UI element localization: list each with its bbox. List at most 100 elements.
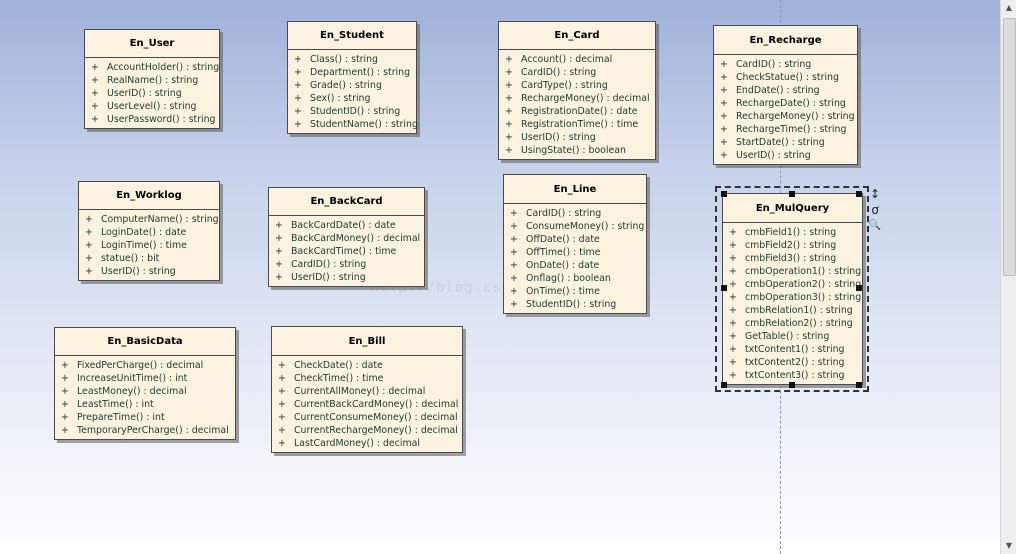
operation-row[interactable]: +cmbField1() : string — [727, 226, 858, 239]
resize-handle[interactable] — [789, 191, 795, 197]
operation-row[interactable]: +CurrentBackCardMoney() : decimal — [276, 398, 458, 411]
operation-row[interactable]: +StudentID() : string — [508, 298, 642, 311]
operation-row[interactable]: +TemporaryPerCharge() : decimal — [59, 424, 231, 437]
operation-row[interactable]: +cmbOperation2() : string — [727, 278, 861, 291]
operation-row[interactable]: +txtContent1() : string — [727, 343, 858, 356]
class-en-line[interactable]: En_Line+CardID() : string+ConsumeMoney()… — [503, 174, 647, 314]
operation-signature: CheckStatue() : string — [736, 72, 839, 83]
resize-handle[interactable] — [721, 382, 727, 388]
operation-row[interactable]: +Onflag() : boolean — [508, 272, 642, 285]
operation-row[interactable]: +Class() : string — [292, 53, 412, 66]
operation-row[interactable]: +CheckDate() : date — [276, 359, 458, 372]
class-en-user[interactable]: En_User+AccountHolder() : string+RealNam… — [84, 29, 220, 129]
resize-handle[interactable] — [721, 285, 727, 291]
operation-row[interactable]: +UserLevel() : string — [89, 100, 215, 113]
move-icon[interactable]: ↕ — [869, 187, 881, 201]
operation-row[interactable]: +LoginDate() : date — [83, 226, 215, 239]
operation-row[interactable]: +OnDate() : date — [508, 259, 642, 272]
class-en-bill[interactable]: En_Bill+CheckDate() : date+CheckTime() :… — [271, 326, 463, 453]
class-en-mulquery[interactable]: En_MulQuery+cmbField1() : string+cmbFiel… — [722, 193, 863, 385]
resize-handle[interactable] — [856, 191, 862, 197]
vertical-scrollbar[interactable]: ▲ ▼ — [1000, 0, 1016, 554]
operation-row[interactable]: +CardID() : string — [273, 258, 420, 271]
operation-row[interactable]: +cmbOperation3() : string — [727, 291, 861, 304]
class-en-worklog[interactable]: En_Worklog+ComputerName() : string+Login… — [78, 181, 220, 281]
operation-row[interactable]: +FixedPerCharge() : decimal — [59, 359, 231, 372]
resize-handle[interactable] — [856, 382, 862, 388]
operation-row[interactable]: +UserID() : string — [89, 87, 215, 100]
operation-row[interactable]: +LoginTime() : time — [83, 239, 215, 252]
operation-row[interactable]: +AccountHolder() : string — [89, 61, 219, 74]
operation-row[interactable]: +CurrentConsumeMoney() : decimal — [276, 411, 458, 424]
operation-row[interactable]: +StudentName() : string — [292, 118, 418, 131]
operation-row[interactable]: +statue() : bit — [83, 252, 215, 265]
class-en-backcard[interactable]: En_BackCard+BackCardDate() : date+BackCa… — [268, 187, 425, 287]
operation-row[interactable]: +RechargeMoney() : decimal — [503, 92, 651, 105]
operation-row[interactable]: +RechargeMoney() : string — [718, 110, 855, 123]
operation-row[interactable]: +RechargeTime() : string — [718, 123, 853, 136]
operation-row[interactable]: +CheckTime() : time — [276, 372, 458, 385]
operation-row[interactable]: +txtContent2() : string — [727, 356, 858, 369]
scroll-down-arrow-icon[interactable]: ▼ — [1005, 541, 1013, 550]
operation-row[interactable]: +cmbRelation1() : string — [727, 304, 858, 317]
operation-row[interactable]: +CardID() : string — [508, 207, 642, 220]
operation-row[interactable]: +CurrentAllMoney() : decimal — [276, 385, 458, 398]
operation-row[interactable]: +RechargeDate() : string — [718, 97, 853, 110]
operation-row[interactable]: +UsingState() : boolean — [503, 144, 651, 157]
operation-row[interactable]: +Sex() : string — [292, 92, 412, 105]
operation-row[interactable]: +OnTime() : time — [508, 285, 642, 298]
operation-row[interactable]: +CheckStatue() : string — [718, 71, 853, 84]
visibility-marker: + — [729, 318, 737, 329]
operation-row[interactable]: +BackCardDate() : date — [273, 219, 420, 232]
operation-row[interactable]: +cmbRelation2() : string — [727, 317, 858, 330]
operation-row[interactable]: +BackCardMoney() : decimal — [273, 232, 420, 245]
resize-handle[interactable] — [856, 285, 862, 291]
class-en-card[interactable]: En_Card+Account() : decimal+CardID() : s… — [498, 21, 656, 160]
operation-row[interactable]: +LeastMoney() : decimal — [59, 385, 231, 398]
operation-row[interactable]: +UserID() : string — [718, 149, 853, 162]
operation-row[interactable]: +CardID() : string — [718, 58, 853, 71]
operation-row[interactable]: +cmbOperation1() : string — [727, 265, 861, 278]
operation-row[interactable]: +cmbField2() : string — [727, 239, 858, 252]
operation-row[interactable]: +ComputerName() : string — [83, 213, 219, 226]
scroll-up-arrow-icon[interactable]: ▲ — [1005, 3, 1013, 12]
operation-row[interactable]: +Department() : string — [292, 66, 412, 79]
operation-row[interactable]: +EndDate() : string — [718, 84, 853, 97]
operation-row[interactable]: +BackCardTime() : time — [273, 245, 420, 258]
scroll-thumb[interactable] — [1003, 18, 1016, 276]
operation-row[interactable]: +CardType() : string — [503, 79, 651, 92]
operation-row[interactable]: +UserID() : string — [273, 271, 420, 284]
operation-row[interactable]: +StudentID() : string — [292, 105, 412, 118]
zoom-icon[interactable]: 🔍 — [868, 220, 882, 231]
operation-row[interactable]: +RealName() : string — [89, 74, 215, 87]
operation-row[interactable]: +Account() : decimal — [503, 53, 651, 66]
link-icon[interactable]: ơ — [871, 203, 879, 217]
operation-row[interactable]: +txtContent3() : string — [727, 369, 858, 382]
class-en-recharge[interactable]: En_Recharge+CardID() : string+CheckStatu… — [713, 25, 858, 165]
operation-row[interactable]: +LastCardMoney() : decimal — [276, 437, 458, 450]
operation-row[interactable]: +OffTime() : time — [508, 246, 642, 259]
operation-row[interactable]: +IncreaseUnitTime() : int — [59, 372, 231, 385]
operation-row[interactable]: +OffDate() : date — [508, 233, 642, 246]
operation-row[interactable]: +Grade() : string — [292, 79, 412, 92]
visibility-marker: + — [720, 85, 728, 96]
class-en-basicdata[interactable]: En_BasicData+FixedPerCharge() : decimal+… — [54, 327, 236, 440]
operation-row[interactable]: +ConsumeMoney() : string — [508, 220, 644, 233]
resize-handle[interactable] — [721, 191, 727, 197]
operation-row[interactable]: +CurrentRechargeMoney() : decimal — [276, 424, 458, 437]
class-en-student[interactable]: En_Student+Class() : string+Department()… — [287, 21, 418, 134]
operation-row[interactable]: +UserPassword() : string — [89, 113, 216, 126]
resize-handle[interactable] — [789, 382, 795, 388]
operation-row[interactable]: +GetTable() : string — [727, 330, 858, 343]
operation-row[interactable]: +StartDate() : string — [718, 136, 853, 149]
operation-row[interactable]: +PrepareTime() : int — [59, 411, 231, 424]
operation-row[interactable]: +RegistrationTime() : time — [503, 118, 651, 131]
operation-row[interactable]: +LeastTime() : int — [59, 398, 231, 411]
selection-frame[interactable] — [715, 186, 869, 392]
operation-row[interactable]: +UserID() : string — [83, 265, 215, 278]
operation-row[interactable]: +CardID() : string — [503, 66, 651, 79]
operation-row[interactable]: +RegistrationDate() : date — [503, 105, 651, 118]
operation-row[interactable]: +cmbField3() : string — [727, 252, 858, 265]
operation-row[interactable]: +UserID() : string — [503, 131, 651, 144]
